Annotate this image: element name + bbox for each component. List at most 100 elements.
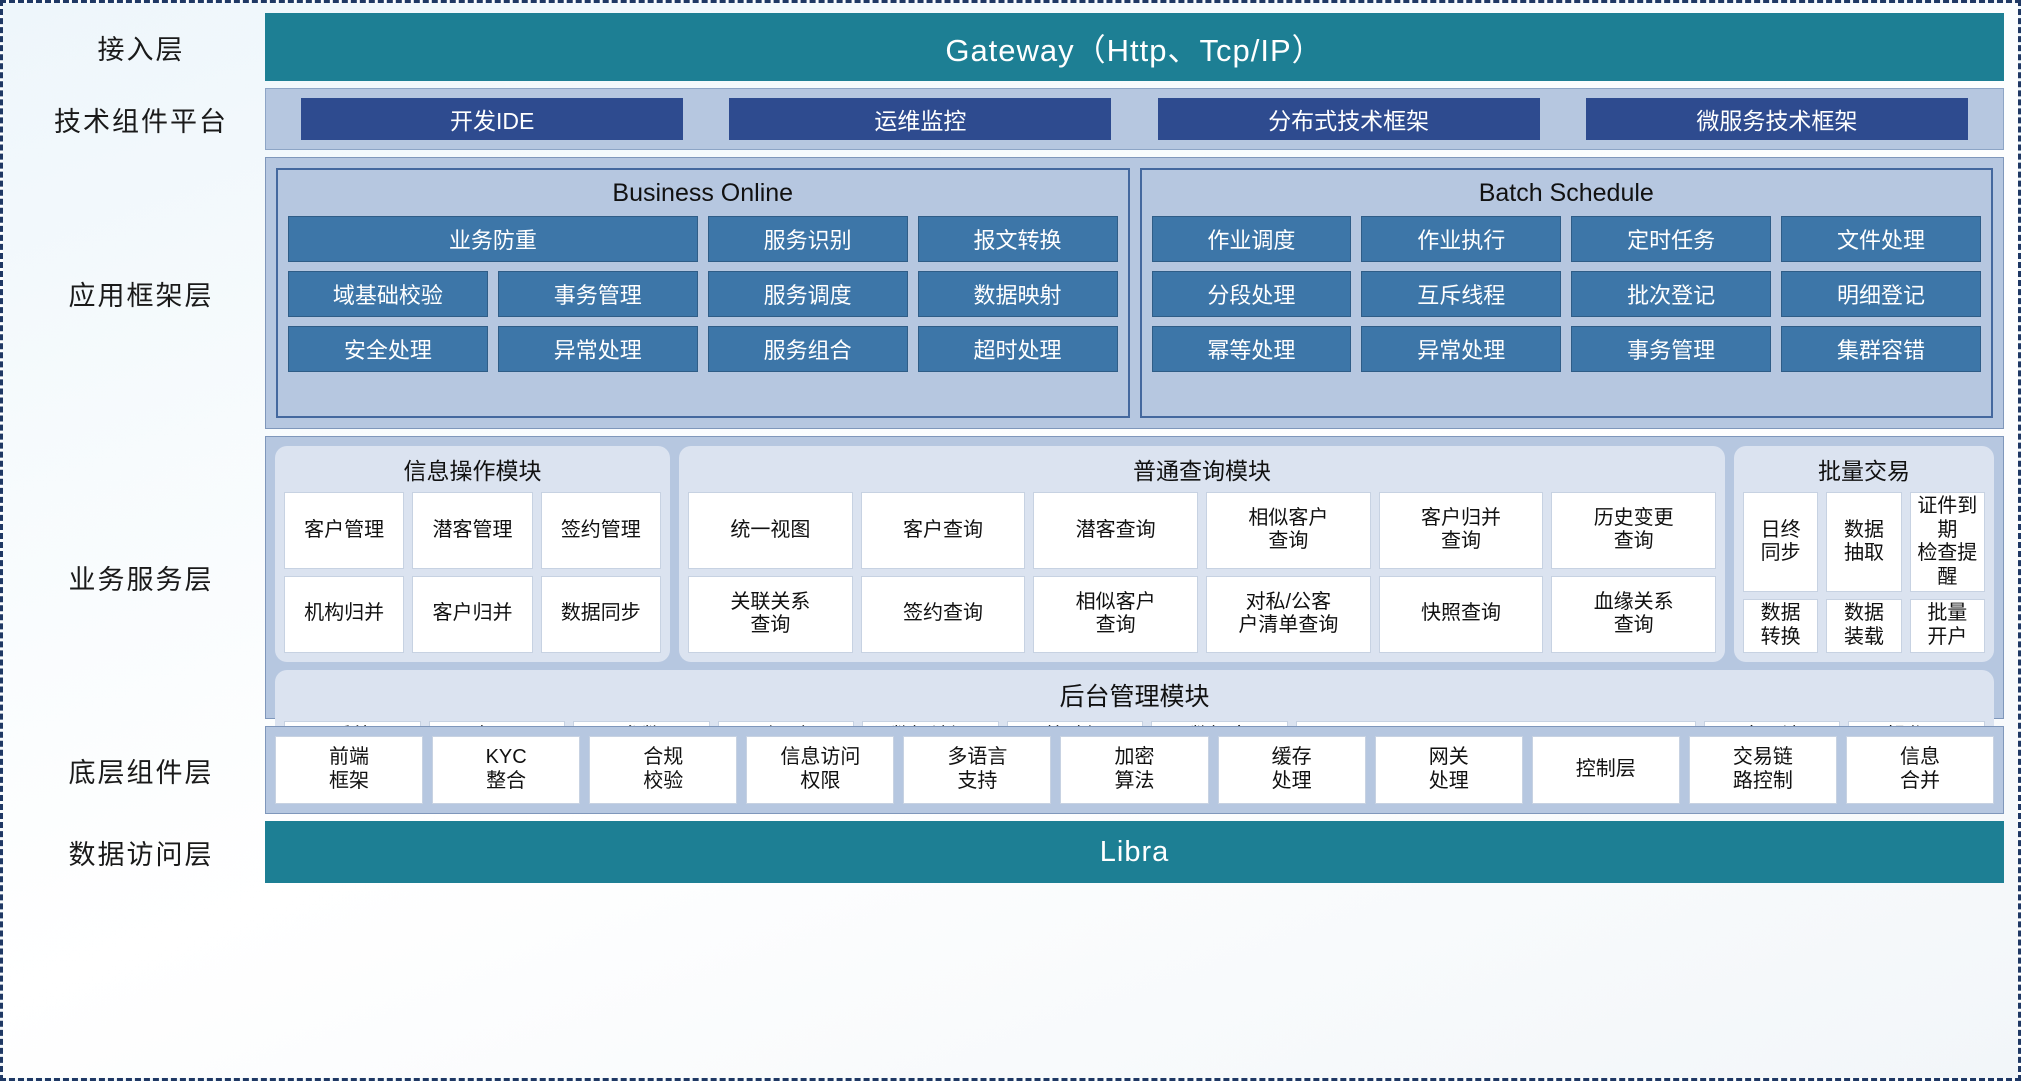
cell-kehuguibing[interactable]: 客户归并	[412, 575, 533, 653]
fw-chip-zuoyediaodu[interactable]: 作业调度	[1151, 216, 1352, 262]
cell-xiangsikehuchaxun-2[interactable]: 相似客户查询	[1033, 575, 1199, 653]
tech-chip-ops[interactable]: 运维监控	[729, 98, 1112, 140]
cell-xueyuanguanxichaxun[interactable]: 血缘关系查询	[1551, 575, 1717, 653]
app-framework-panel: Business Online 业务防重 服务识别 报文转换 域基础校验 事务管…	[265, 157, 2004, 429]
fw-row: 作业调度 作业执行 定时任务 文件处理	[1151, 216, 1981, 262]
cell-kuaizhaochaxun[interactable]: 快照查询	[1378, 575, 1544, 653]
layer-label-component: 底层组件层	[68, 757, 214, 789]
fw-row: 分段处理 互斥线程 批次登记 明细登记	[1151, 271, 1981, 317]
cell-duoyuyanzhichi[interactable]: 多语言支持	[903, 736, 1052, 804]
cell-jiamisuanfa[interactable]: 加密算法	[1060, 736, 1209, 804]
cell-jigouguibing[interactable]: 机构归并	[284, 575, 405, 653]
business-service-panel: 信息操作模块 客户管理 潜客管理 签约管理 机构归并 客户归并 数据同步	[265, 436, 2004, 786]
cell-heguixiaoyan[interactable]: 合规校验	[589, 736, 738, 804]
group-title-business-online: Business Online	[612, 179, 794, 207]
card-title-common-query: 普通查询模块	[1133, 458, 1271, 484]
cell-tongyishitu[interactable]: 统一视图	[688, 492, 853, 569]
cell-kehuguibingchaxun[interactable]: 客户归并查询	[1378, 492, 1544, 569]
cell-kehuchaxun[interactable]: 客户查询	[860, 492, 1026, 569]
group-title-batch-schedule: Batch Schedule	[1478, 179, 1654, 207]
cell-xinxifangwenquanxian[interactable]: 信息访问权限	[746, 736, 895, 804]
card-row: 关联关系查询 签约查询 相似客户查询 对私/公客户清单查询 快照查询 血缘关系查…	[688, 575, 1717, 653]
cell-piliangkaihu[interactable]: 批量开户	[1909, 599, 1985, 653]
layer-label-data: 数据访问层	[68, 839, 214, 871]
fw-chip-baowenzhuanhuan[interactable]: 报文转换	[917, 216, 1118, 262]
layer-label-appfw: 应用框架层	[68, 280, 214, 312]
card-info-operation: 信息操作模块 客户管理 潜客管理 签约管理 机构归并 客户归并 数据同步	[275, 446, 670, 662]
fw-chip-midengchuli[interactable]: 幂等处理	[1151, 326, 1352, 372]
fw-row: 业务防重 服务识别 报文转换	[288, 216, 1118, 262]
cell-qianduankuangjia[interactable]: 前端框架	[275, 736, 424, 804]
fw-chip-mingxidengji[interactable]: 明细登记	[1781, 271, 1981, 317]
cell-zhengjiandaoqi[interactable]: 证件到期检查提醒	[1909, 492, 1985, 593]
cell-rizhongtongbu[interactable]: 日终同步	[1743, 492, 1819, 593]
tech-chip-strip: 开发IDE 运维监控 分布式技术框架 微服务技术框架	[265, 88, 2004, 150]
cell-guanlianguanxichaxun[interactable]: 关联关系查询	[688, 575, 853, 653]
cell-qiankechaxun[interactable]: 潜客查询	[1033, 492, 1199, 569]
card-title-batch-transaction: 批量交易	[1818, 458, 1910, 484]
card-row: 机构归并 客户归并 数据同步	[284, 575, 661, 653]
layer-access: 接入层 Gateway（Http、Tcp/IP）	[17, 13, 2004, 81]
fw-chip-yichangchuli-batch[interactable]: 异常处理	[1361, 326, 1562, 372]
layer-data-access: 数据访问层 Libra	[17, 821, 2004, 883]
cell-shujuzhuangzai[interactable]: 数据装载	[1826, 599, 1902, 653]
fw-chip-fuwushibie[interactable]: 服务识别	[707, 216, 908, 262]
cell-lishibiangengchaxun[interactable]: 历史变更查询	[1551, 492, 1717, 569]
card-row: 数据转换 数据装载 批量开户	[1743, 599, 1985, 653]
fw-chip-shujuyingshe[interactable]: 数据映射	[917, 271, 1118, 317]
group-batch-schedule: Batch Schedule 作业调度 作业执行 定时任务 文件处理 分段处理 …	[1139, 168, 1993, 418]
fw-row: 幂等处理 异常处理 事务管理 集群容错	[1151, 326, 1981, 372]
fw-chip-wenjianchuli[interactable]: 文件处理	[1781, 216, 1981, 262]
card-batch-transaction: 批量交易 日终同步 数据抽取 证件到期检查提醒 数据转换 数据装载 批量开户	[1734, 446, 1994, 662]
fw-chip-shiwuguanli[interactable]: 事务管理	[497, 271, 698, 317]
tech-chip-microservice[interactable]: 微服务技术框架	[1585, 98, 1968, 140]
fw-chip-yewufangzhong[interactable]: 业务防重	[288, 216, 698, 262]
cell-shujuchouqu[interactable]: 数据抽取	[1826, 492, 1902, 593]
cell-jiaoyilianlukongzhi[interactable]: 交易链路控制	[1688, 736, 1837, 804]
cell-xiangsikehuchaxun[interactable]: 相似客户查询	[1206, 492, 1371, 569]
cell-shujutongbu[interactable]: 数据同步	[540, 575, 661, 653]
tech-chip-ide[interactable]: 开发IDE	[301, 98, 684, 140]
tech-chip-distributed[interactable]: 分布式技术框架	[1157, 98, 1540, 140]
cell-kongzhiceng[interactable]: 控制层	[1531, 736, 1680, 804]
card-title-info-operation: 信息操作模块	[403, 458, 542, 484]
cell-kehuguanli[interactable]: 客户管理	[284, 492, 405, 569]
fw-chip-fuwuzuhe[interactable]: 服务组合	[707, 326, 908, 372]
fw-chip-zuoyezhixing[interactable]: 作业执行	[1361, 216, 1562, 262]
cell-wangguanchuli[interactable]: 网关处理	[1374, 736, 1523, 804]
fw-row: 域基础校验 事务管理 服务调度 数据映射	[288, 271, 1118, 317]
cell-qianyuechaxun[interactable]: 签约查询	[860, 575, 1026, 653]
fw-chip-chaoshichuli[interactable]: 超时处理	[917, 326, 1118, 372]
layer-label-tech: 技术组件平台	[54, 106, 228, 138]
gateway-banner: Gateway（Http、Tcp/IP）	[265, 13, 2004, 81]
cell-qiankeguanli[interactable]: 潜客管理	[412, 492, 533, 569]
cell-huancunchuli[interactable]: 缓存处理	[1217, 736, 1366, 804]
layer-app-framework: 应用框架层 Business Online 业务防重 服务识别 报文转换 域基础…	[17, 157, 2004, 429]
cell-shujuzhuanhuan[interactable]: 数据转换	[1743, 599, 1819, 653]
layer-label-access: 接入层	[97, 34, 185, 66]
cell-xinxihebing[interactable]: 信息合并	[1845, 736, 1995, 804]
fw-chip-anquanchuli[interactable]: 安全处理	[288, 326, 488, 372]
layer-business-service: 业务服务层 信息操作模块 客户管理 潜客管理 签约管理	[17, 436, 2004, 786]
fw-chip-dingshirenwu[interactable]: 定时任务	[1571, 216, 1772, 262]
cell-qianyueguanli[interactable]: 签约管理	[540, 492, 661, 569]
fw-chip-yujichuxiaoyan[interactable]: 域基础校验	[288, 271, 488, 317]
card-row: 统一视图 客户查询 潜客查询 相似客户查询 客户归并查询 历史变更查询	[688, 492, 1717, 569]
layer-tech-platform: 技术组件平台 开发IDE 运维监控 分布式技术框架 微服务技术框架	[17, 88, 2004, 150]
fw-chip-fuwudiaodu[interactable]: 服务调度	[707, 271, 908, 317]
card-row: 日终同步 数据抽取 证件到期检查提醒	[1743, 492, 1985, 593]
group-business-online: Business Online 业务防重 服务识别 报文转换 域基础校验 事务管…	[276, 168, 1130, 418]
fw-chip-huchixiancheng[interactable]: 互斥线程	[1361, 271, 1562, 317]
cell-duisigongkehuqingdan[interactable]: 对私/公客户清单查询	[1206, 575, 1371, 653]
fw-row: 安全处理 异常处理 服务组合 超时处理	[288, 326, 1118, 372]
fw-chip-yichangchuli[interactable]: 异常处理	[497, 326, 698, 372]
fw-chip-fenduanchuli[interactable]: 分段处理	[1151, 271, 1352, 317]
card-common-query: 普通查询模块 统一视图 客户查询 潜客查询 相似客户查询 客户归并查询 历史变更…	[679, 446, 1725, 662]
fw-chip-picidengji[interactable]: 批次登记	[1571, 271, 1772, 317]
fw-chip-shiwuguanli-batch[interactable]: 事务管理	[1571, 326, 1772, 372]
fw-chip-jiqunrongcuo[interactable]: 集群容错	[1781, 326, 1981, 372]
layer-label-biz: 业务服务层	[68, 565, 214, 596]
